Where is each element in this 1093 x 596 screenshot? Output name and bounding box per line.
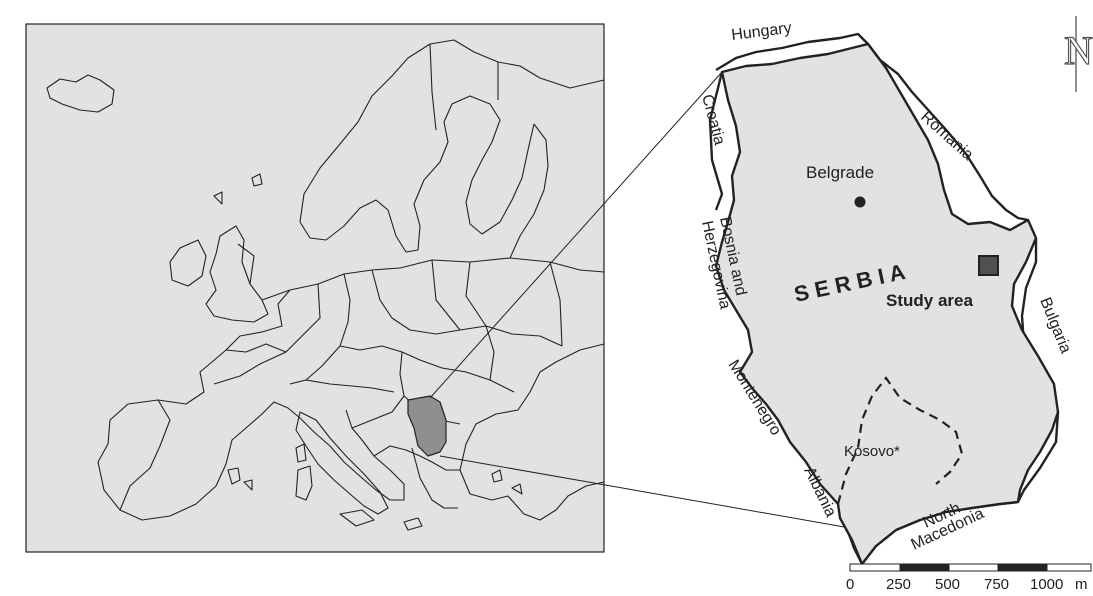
serbia-highlight	[407, 395, 447, 457]
small-islands	[213, 173, 523, 531]
label-bulgaria: Bulgaria	[1036, 295, 1074, 356]
scale-tick-0: 0	[846, 576, 854, 593]
europe-inset-map	[25, 23, 851, 553]
belgrade-point	[854, 196, 866, 208]
italy-outline	[295, 411, 389, 515]
scandinavia-outline	[299, 39, 605, 253]
sardinia-outline	[295, 465, 313, 501]
europe-frame	[25, 23, 605, 553]
scale-segment-1	[849, 563, 901, 572]
scale-segment-2	[899, 563, 950, 572]
scale-tick-1000: 1000	[1030, 576, 1063, 593]
label-croatia: Croatia	[698, 93, 728, 147]
scandinavia-internal-borders	[429, 43, 499, 131]
scale-segment-4	[997, 563, 1048, 572]
hungary-border-line	[715, 32, 869, 72]
corsica-outline	[295, 443, 307, 463]
scale-segment-5	[1046, 563, 1092, 572]
western-coast	[97, 289, 405, 521]
label-hungary: Hungary	[730, 20, 792, 44]
scale-tick-250: 250	[886, 576, 911, 593]
north-arrow: N	[1063, 16, 1093, 92]
iceland-outline	[46, 74, 115, 113]
scale-segment-3	[948, 563, 999, 572]
ireland-outline	[169, 239, 207, 287]
label-study-area: Study area	[886, 291, 973, 310]
connector-line-bottom	[439, 455, 851, 529]
label-belgrade: Belgrade	[806, 163, 874, 182]
serbia-detail-map	[708, 32, 1060, 566]
romania-border-line	[867, 43, 1029, 222]
study-area-marker	[978, 255, 999, 276]
sicily-outline	[339, 509, 375, 527]
serbia-outline	[714, 42, 1060, 566]
scale-unit: m	[1075, 576, 1088, 593]
scale-tick-500: 500	[935, 576, 960, 593]
croatia-border-line	[708, 71, 724, 211]
north-symbol: N	[1064, 28, 1093, 73]
label-kosovo: Kosovo*	[844, 443, 900, 460]
scale-bar: 0 250 500 750 1000 m	[846, 563, 1092, 593]
connector-line-top	[429, 71, 723, 399]
scale-tick-750: 750	[984, 576, 1009, 593]
